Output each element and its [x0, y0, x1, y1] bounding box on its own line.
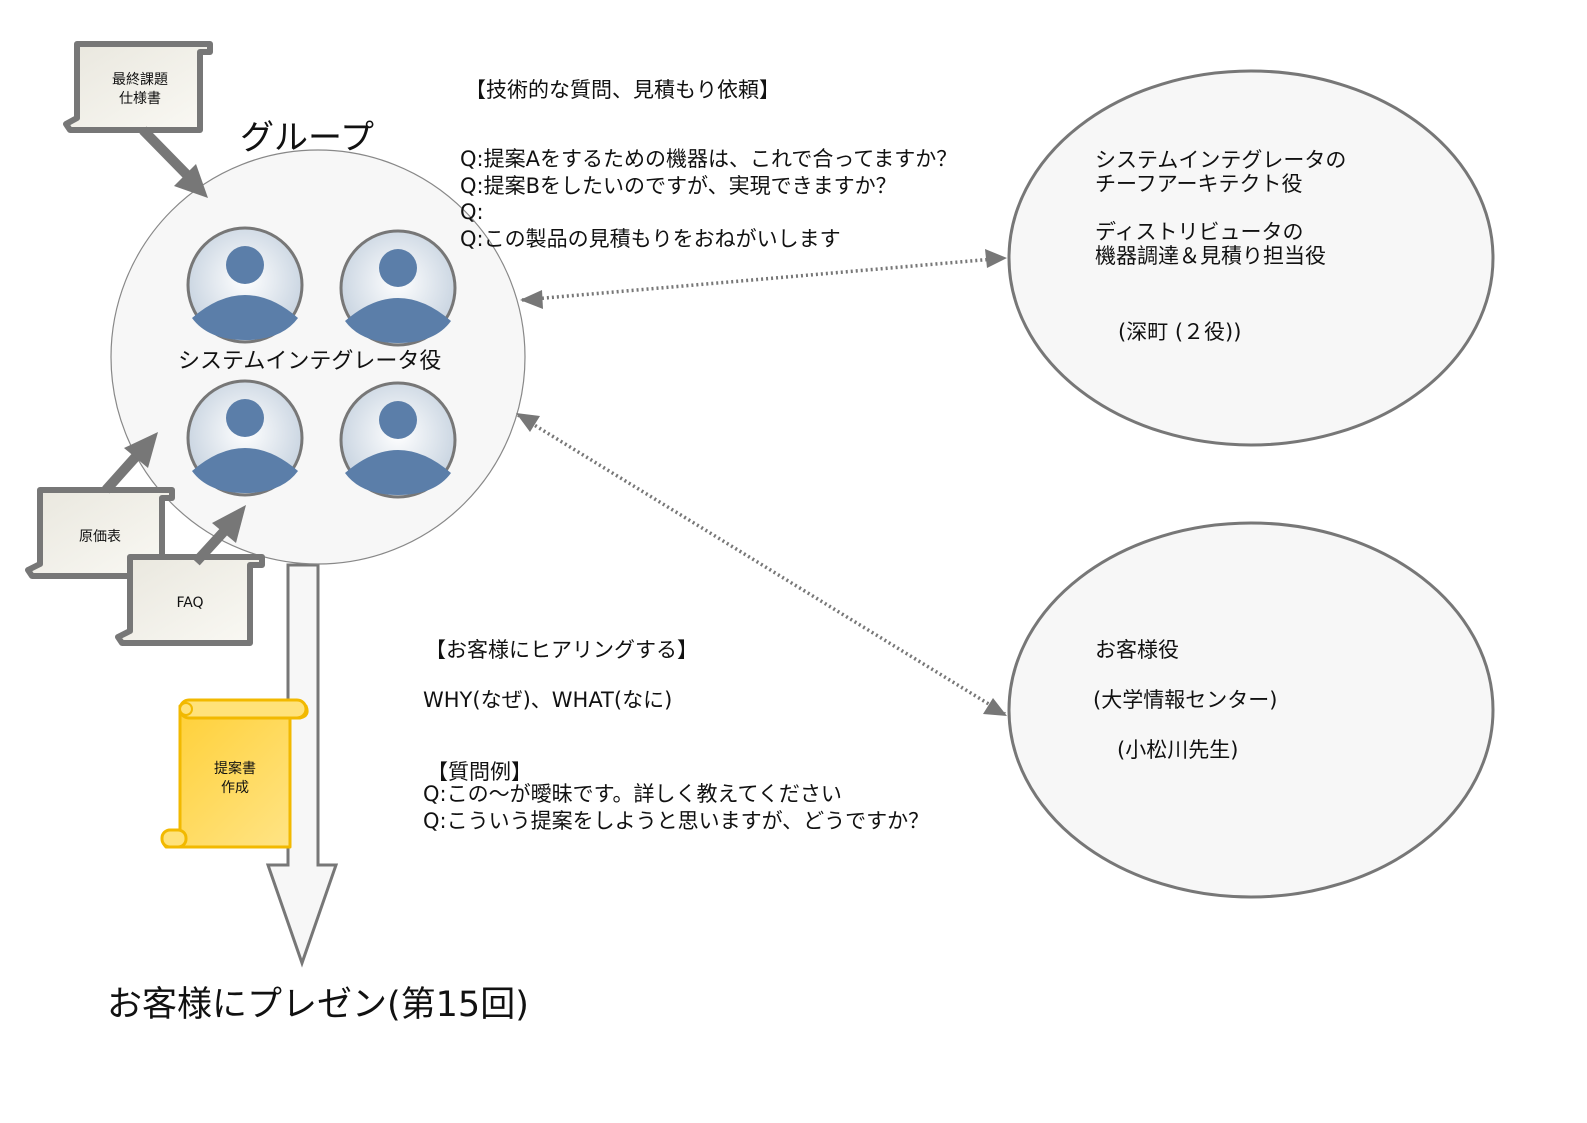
proposal-scroll-label: 提案書 作成	[214, 761, 256, 796]
examples-heading: 【質問例】	[427, 760, 532, 784]
hearing-subtitle: WHY(なぜ)、WHAT(なに)	[423, 688, 673, 712]
presentation-arrow	[265, 563, 339, 968]
tech-questions-heading: 【技術的な質問、見積もり依頼】	[465, 78, 780, 102]
integrator-person: (深町 (２役))	[1118, 320, 1242, 344]
group-role-label: システムインテグレータ役	[178, 349, 442, 374]
integrator-role-title: システムインテグレータの チーフアーキテクト役	[1095, 148, 1347, 196]
spec-document-label: 最終課題 仕様書	[112, 72, 168, 107]
integrator-role-ellipse	[1007, 69, 1495, 447]
spec-to-group-arrow	[139, 126, 208, 198]
distributor-role-title: ディストリビュータの 機器調達＆見積り担当役	[1095, 220, 1326, 268]
customer-person: (小松川先生)	[1117, 738, 1239, 762]
integrator-dotted-arrow	[521, 256, 1006, 302]
person-icon	[186, 379, 304, 497]
group-title: グループ	[240, 118, 374, 158]
customer-dotted-arrow	[517, 413, 1006, 716]
customer-organization: (大学情報センター)	[1093, 688, 1278, 712]
person-icon	[339, 229, 457, 347]
faq-document-label: FAQ	[176, 595, 204, 611]
hearing-heading: 【お客様にヒアリングする】	[425, 638, 698, 662]
document-icon	[115, 554, 265, 646]
final-presentation-label: お客様にプレゼン(第15回)	[107, 985, 529, 1025]
tech-questions-list: Q:提案Aをするための機器は、これで合ってますか？ Q:提案Bをしたいのですが、…	[460, 147, 958, 251]
examples-list: Q:この〜が曖昧です。詳しく教えてください Q:こういう提案をしようと思いますが…	[423, 782, 930, 833]
document-icon	[63, 41, 213, 133]
faq-to-group-arrow	[192, 505, 246, 566]
customer-role-ellipse	[1007, 521, 1495, 899]
person-icon	[186, 226, 304, 344]
scroll-icon	[160, 698, 309, 849]
cost-document-label: 原価表	[79, 529, 121, 545]
person-icon	[339, 381, 457, 499]
cost-to-group-arrow	[102, 432, 158, 494]
customer-role-title: お客様役	[1095, 638, 1179, 662]
